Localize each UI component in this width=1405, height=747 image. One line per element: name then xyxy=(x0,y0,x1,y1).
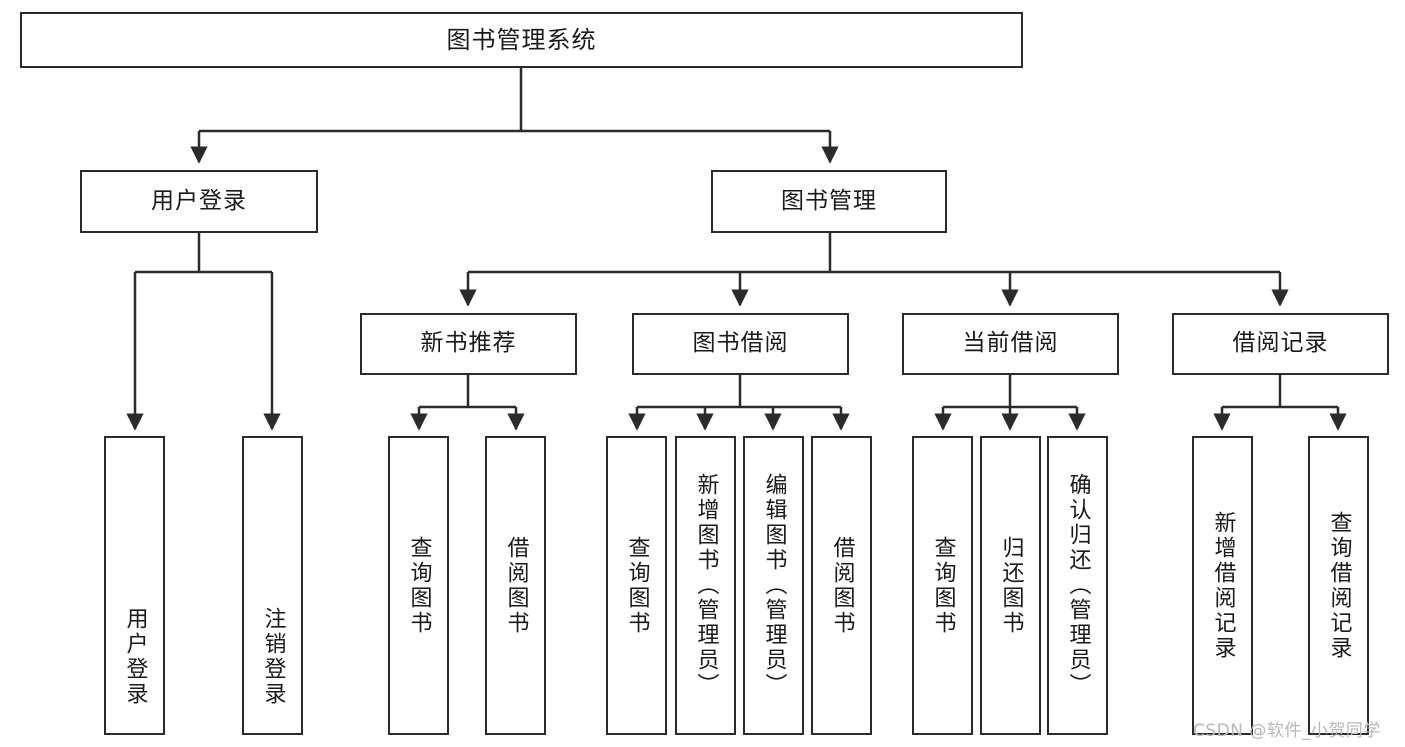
leaf-logout-login[interactable]: 注销登录 xyxy=(242,436,303,735)
node-label: 编辑图书（管理员） xyxy=(761,473,787,698)
leaf-query-book-current[interactable]: 查询图书 xyxy=(912,436,973,735)
leaf-query-book-borrow[interactable]: 查询图书 xyxy=(606,436,667,735)
leaf-add-borrow-record[interactable]: 新增借阅记录 xyxy=(1192,436,1253,735)
leaf-query-borrow-record[interactable]: 查询借阅记录 xyxy=(1308,436,1369,735)
csdn-watermark: CSDN @软件_小贺同学 xyxy=(1193,721,1381,741)
node-label: 查询图书 xyxy=(406,535,432,636)
leaf-user-login[interactable]: 用户登录 xyxy=(104,436,165,735)
leaf-confirm-return-admin[interactable]: 确认归还（管理员） xyxy=(1047,436,1108,735)
node-user-login[interactable]: 用户登录 xyxy=(80,170,318,233)
leaf-edit-book-admin[interactable]: 编辑图书（管理员） xyxy=(743,436,804,735)
node-book-borrow[interactable]: 图书借阅 xyxy=(632,313,849,375)
leaf-borrow-book-recommend[interactable]: 借阅图书 xyxy=(485,436,546,735)
node-label: 用户登录 xyxy=(122,607,148,707)
node-label: 新书推荐 xyxy=(420,330,517,357)
node-current-borrow[interactable]: 当前借阅 xyxy=(902,313,1119,375)
node-label: 确认归还（管理员） xyxy=(1065,473,1091,698)
node-label: 注销登录 xyxy=(260,607,286,707)
node-label: 查询图书 xyxy=(930,535,956,636)
node-new-book-recommend[interactable]: 新书推荐 xyxy=(360,313,577,375)
node-borrow-record[interactable]: 借阅记录 xyxy=(1172,313,1389,375)
node-label: 新增借阅记录 xyxy=(1210,510,1236,661)
leaf-query-book-recommend[interactable]: 查询图书 xyxy=(388,436,449,735)
node-label: 借阅图书 xyxy=(829,535,855,636)
leaf-return-book[interactable]: 归还图书 xyxy=(980,436,1041,735)
node-label: 用户登录 xyxy=(151,187,247,214)
node-label: 查询图书 xyxy=(624,535,650,636)
node-label: 归还图书 xyxy=(998,535,1024,636)
node-label: 查询借阅记录 xyxy=(1326,510,1352,661)
node-label: 新增图书（管理员） xyxy=(693,473,719,698)
node-label: 借阅图书 xyxy=(503,535,529,636)
node-label: 图书管理系统 xyxy=(446,25,597,54)
leaf-add-book-admin[interactable]: 新增图书（管理员） xyxy=(675,436,736,735)
node-label: 图书借阅 xyxy=(692,330,789,357)
node-root-book-management-system[interactable]: 图书管理系统 xyxy=(20,12,1023,68)
node-book-management[interactable]: 图书管理 xyxy=(711,170,947,233)
node-label: 图书管理 xyxy=(781,187,877,214)
node-label: 当前借阅 xyxy=(962,330,1059,357)
leaf-borrow-book[interactable]: 借阅图书 xyxy=(811,436,872,735)
node-label: 借阅记录 xyxy=(1232,330,1329,357)
